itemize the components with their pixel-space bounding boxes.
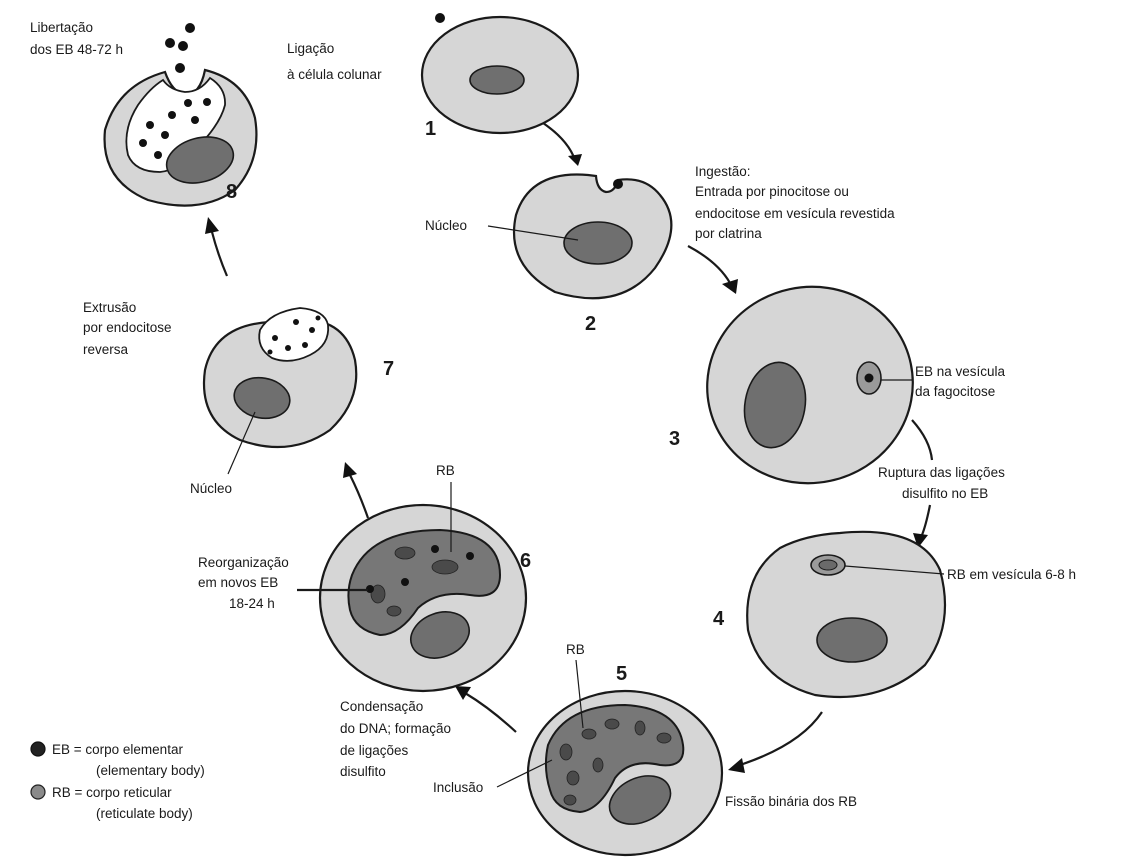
- arrowhead-6-to-7: [343, 462, 357, 478]
- stage-1-cell: [422, 13, 578, 133]
- stage-4-transition-label: Ruptura das ligações disulfito no EB: [878, 465, 1009, 501]
- stage-5-cell: [528, 691, 722, 855]
- released-eb: [178, 41, 188, 51]
- rb-particle: [819, 560, 837, 570]
- eb-particle: [435, 13, 445, 23]
- released-eb: [175, 63, 185, 73]
- legend-rb-swatch: [31, 785, 45, 799]
- stage-7-number: 7: [383, 358, 394, 380]
- stage-7-nucleus-label: Núcleo: [190, 481, 232, 496]
- stage-2-nucleus-label: Núcleo: [425, 218, 467, 233]
- stage-5-inclusion-label: Inclusão: [433, 780, 483, 795]
- stage-8-number: 8: [226, 181, 237, 203]
- stage-4-cell: [747, 532, 945, 697]
- eb-particle: [401, 578, 409, 586]
- stage-2-number: 2: [585, 313, 596, 335]
- stage-6-label: Reorganização em novos EB 18-24 h: [198, 555, 293, 611]
- arrowhead-7-to-8: [205, 217, 219, 234]
- stage-8-label: Libertação dos EB 48-72 h: [30, 20, 123, 57]
- stage-2-cell: [514, 175, 671, 299]
- stage-6-transition-label: Condensação do DNA; formação de ligações…: [340, 699, 455, 779]
- arrowhead-4-to-5: [728, 758, 745, 773]
- stage-3-label: EB na vesícula da fagocitose: [915, 364, 1009, 399]
- legend-eb-text: EB = corpo elementar (elementary body): [52, 742, 205, 778]
- stage-4-number: 4: [713, 608, 725, 630]
- arrow-3-to-4-lower: [922, 505, 930, 535]
- arrow-4-to-5: [740, 712, 822, 765]
- stage-4-label: RB em vesícula 6-8 h: [947, 567, 1076, 582]
- eb-particle: [431, 545, 439, 553]
- stage-2-label: Ingestão: Entrada por pinocitose ou endo…: [695, 164, 898, 241]
- released-eb: [185, 23, 195, 33]
- stage-3-number: 3: [669, 428, 680, 450]
- stage-1-label: Ligação à célula colunar: [287, 41, 382, 82]
- arrow-1-to-2: [543, 123, 575, 160]
- arrowhead-1-to-2: [568, 154, 582, 166]
- stage-1-number: 1: [425, 118, 436, 140]
- stage-5-number: 5: [616, 663, 627, 685]
- eb-particle: [865, 374, 874, 383]
- arrow-7-to-8: [212, 232, 227, 276]
- arrow-5-to-6: [465, 693, 516, 732]
- released-eb: [165, 38, 175, 48]
- arrow-2-to-3: [688, 246, 730, 283]
- stage-5-transition-label: Fissão binária dos RB: [725, 794, 857, 809]
- arrow-6-to-7: [350, 475, 368, 518]
- stage-6-rb-label: RB: [436, 463, 455, 478]
- legend: EB = corpo elementar (elementary body) R…: [31, 742, 205, 821]
- arrow-3-to-4: [912, 420, 932, 460]
- arrowhead-5-to-6: [455, 686, 471, 700]
- stage-7-label: Extrusão por endocitose reversa: [83, 300, 175, 357]
- stage-6-number: 6: [520, 550, 531, 572]
- eb-particle: [613, 179, 623, 189]
- stage-8-cell: [105, 23, 257, 206]
- stage-7-cell: [204, 308, 356, 447]
- stage-5-rb-label: RB: [566, 642, 585, 657]
- legend-eb-swatch: [31, 742, 45, 756]
- legend-rb-text: RB = corpo reticular (reticulate body): [52, 785, 193, 821]
- eb-particle: [466, 552, 474, 560]
- stage-6-cell: [320, 505, 526, 691]
